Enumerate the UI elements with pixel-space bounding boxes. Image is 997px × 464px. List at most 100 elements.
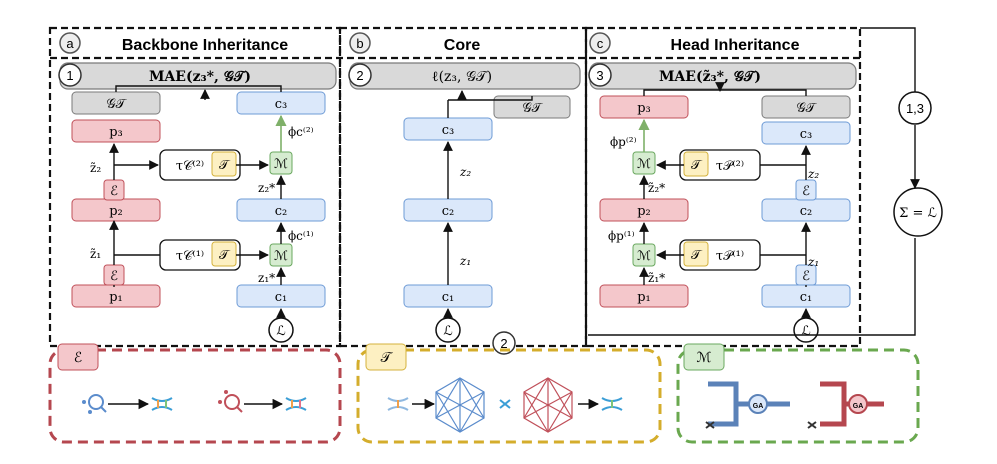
svg-text:z₂*: z₂* <box>258 181 275 195</box>
svg-text:𝒯: 𝒯 <box>691 248 703 263</box>
svg-text:ϕc⁽¹⁾: ϕc⁽¹⁾ <box>288 229 314 243</box>
svg-text:ℰ: ℰ <box>802 269 810 284</box>
ga-node-red <box>848 394 868 414</box>
neural-net-icon-blue <box>435 377 485 433</box>
svg-text:ℳ: ℳ <box>637 249 651 264</box>
legend-e-content <box>82 390 307 414</box>
svg-text:z̃₂: z̃₂ <box>90 161 101 175</box>
svg-text:τ𝒞⁽¹⁾: τ𝒞⁽¹⁾ <box>176 249 204 264</box>
svg-text:ϕc⁽²⁾: ϕc⁽²⁾ <box>288 125 314 139</box>
panel-c-c3-box <box>761 121 851 145</box>
combine-node <box>898 91 932 125</box>
svg-text:c₃: c₃ <box>800 127 813 142</box>
svg-text:ℰ: ℰ <box>74 350 82 366</box>
dna-icon <box>601 397 623 411</box>
panel-a-title: Backbone Inheritance <box>122 37 288 54</box>
svg-text:c₂: c₂ <box>442 204 455 219</box>
legend-t-content <box>387 377 623 433</box>
svg-text:z₁*: z₁* <box>258 271 275 285</box>
svg-text:z̃₁*: z̃₁* <box>648 271 665 285</box>
panel-a-c2-label: c₂ <box>275 204 288 219</box>
ga-node-blue <box>748 394 768 414</box>
svg-text:2: 2 <box>356 68 363 83</box>
svg-text:ℰ: ℰ <box>110 269 118 284</box>
dna-icon <box>387 397 409 411</box>
small-dna-icon <box>807 421 817 429</box>
svg-text:τ𝒫⁽¹⁾: τ𝒫⁽¹⁾ <box>716 249 744 264</box>
svg-text:p₃: p₃ <box>637 101 651 116</box>
svg-text:𝒢𝒯: 𝒢𝒯 <box>796 101 817 116</box>
panel-a-step: 1 <box>66 68 73 83</box>
svg-text:z₂: z₂ <box>459 165 471 179</box>
svg-text:2: 2 <box>500 336 507 351</box>
svg-text:ℰ: ℰ <box>110 184 118 199</box>
svg-text:τ𝒫⁽²⁾: τ𝒫⁽²⁾ <box>716 159 744 174</box>
dna-icon <box>151 397 173 411</box>
panel-c-title: Head Inheritance <box>671 37 800 54</box>
svg-text:z₁: z₁ <box>459 254 471 268</box>
svg-text:c₂: c₂ <box>800 204 813 219</box>
svg-text:𝒯: 𝒯 <box>691 158 703 173</box>
panel-a-p3-box <box>71 119 161 143</box>
panel-a-p2-label: p₂ <box>109 204 123 219</box>
svg-text:ϕp⁽²⁾: ϕp⁽²⁾ <box>610 135 637 149</box>
panel-c-t2-box <box>683 151 709 177</box>
panel-c-t1-box <box>683 241 709 267</box>
panel-c-letter: c <box>597 36 604 51</box>
panel-a-loss: MAE(z₃*, 𝒢𝒯) <box>149 69 251 85</box>
panel-a-t1-box <box>211 241 237 267</box>
svg-text:3: 3 <box>596 68 603 83</box>
panel-c-header: c Head Inheritance <box>589 32 800 54</box>
svg-text:z₁: z₁ <box>807 255 819 269</box>
legend-e-badge <box>57 343 99 371</box>
panel-a-t2-box <box>211 151 237 177</box>
panel-a-p3-label: p₃ <box>109 125 123 140</box>
panel-b-letter: b <box>356 36 363 51</box>
panel-a-frame <box>48 26 342 348</box>
sum-node <box>893 187 943 237</box>
panel-c-loss: MAE(z̃₃*, 𝒢𝒯) <box>659 68 761 85</box>
svg-text:c₃: c₃ <box>442 123 455 138</box>
svg-text:p₁: p₁ <box>637 290 651 305</box>
panel-a-c3-label: c₃ <box>275 97 288 112</box>
svg-text:c₁: c₁ <box>800 290 813 305</box>
svg-text:𝒯: 𝒯 <box>219 158 231 173</box>
svg-text:𝒯: 𝒯 <box>381 350 394 366</box>
svg-text:𝒯: 𝒯 <box>219 248 231 263</box>
sum-label: Σ = ℒ <box>899 206 937 221</box>
panel-a-letter: a <box>66 36 74 51</box>
svg-text:ℳ: ℳ <box>697 350 712 366</box>
svg-text:z̃₂*: z̃₂* <box>648 181 665 195</box>
legend-t-frame <box>356 348 662 444</box>
svg-text:τ𝒞⁽²⁾: τ𝒞⁽²⁾ <box>176 159 204 174</box>
legend-t-badge <box>365 343 407 371</box>
svg-text:c₁: c₁ <box>442 290 455 305</box>
svg-text:z̃₁: z̃₁ <box>90 247 101 261</box>
svg-text:GA: GA <box>753 403 764 410</box>
dna-icon <box>285 397 307 411</box>
neural-net-icon-red <box>523 377 573 433</box>
panel-a-gt-label: 𝒢𝒯 <box>106 97 127 112</box>
svg-text:ℳ: ℳ <box>274 249 288 264</box>
svg-text:ℒ: ℒ <box>443 324 452 339</box>
small-dna-icon <box>499 399 511 409</box>
panel-a-c1-label: c₁ <box>275 290 288 305</box>
legend-m-badge <box>683 343 725 371</box>
svg-text:ℰ: ℰ <box>802 184 810 199</box>
panel-b-loss: ℓ(z₃, 𝒢𝒯) <box>432 69 492 85</box>
combine-label: 1,3 <box>906 101 924 116</box>
panel-b-title: Core <box>444 37 481 54</box>
search-dna-icon-red <box>218 390 243 413</box>
panel-a-p1-label: p₁ <box>109 290 123 305</box>
panel-b-header: b Core <box>349 32 481 54</box>
svg-text:z₂: z₂ <box>807 167 819 181</box>
svg-text:ℒ: ℒ <box>276 324 285 339</box>
svg-text:ϕp⁽¹⁾: ϕp⁽¹⁾ <box>608 229 635 243</box>
svg-text:GA: GA <box>853 403 864 410</box>
legend-m-frame <box>676 348 920 444</box>
small-dna-icon <box>705 421 715 429</box>
svg-text:ℳ: ℳ <box>274 157 288 172</box>
svg-text:p₂: p₂ <box>637 204 651 219</box>
